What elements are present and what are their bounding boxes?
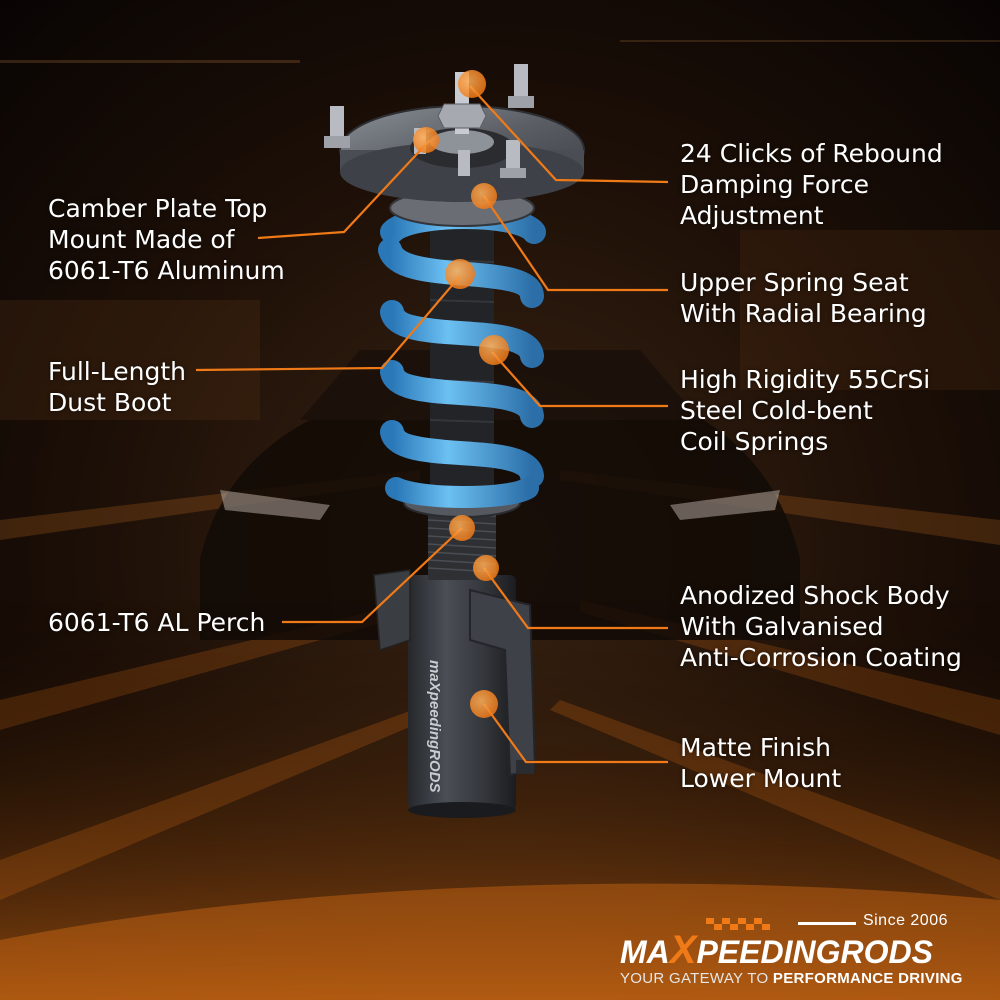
callout-camber-plate: Camber Plate Top Mount Made of 6061-T6 A… — [48, 193, 285, 286]
callout-line: Damping Force — [680, 170, 870, 199]
callout-dot-icon — [473, 555, 499, 581]
brand-tagline: YOUR GATEWAY TO PERFORMANCE DRIVING — [620, 970, 963, 987]
leader-lower-mount — [483, 703, 668, 764]
callout-line: Matte Finish — [680, 733, 831, 762]
leader-shock-body — [483, 567, 668, 630]
lower-mount-bracket — [469, 588, 537, 777]
leader-perch — [282, 527, 463, 624]
brand-logo-block: Since 2006 MAXPEEDINGRODS YOUR GATEWAY T… — [620, 912, 963, 992]
callout-line: Steel Cold-bent — [680, 396, 873, 425]
callout-line: 6061-T6 AL Perch — [48, 608, 266, 637]
callout-line: Dust Boot — [48, 388, 172, 417]
callout-dot-icon — [413, 127, 439, 153]
callout-spring-seat: Upper Spring Seat With Radial Bearing — [680, 267, 927, 329]
bottom-orange-swoosh — [0, 883, 1000, 1000]
callout-dot-icon — [445, 259, 475, 289]
callout-line: Coil Springs — [680, 427, 829, 456]
brand-logo: MAXPEEDINGRODS — [620, 928, 933, 973]
callout-rebound-clicks: 24 Clicks of Rebound Damping Force Adjus… — [680, 138, 943, 231]
callout-coil-springs: High Rigidity 55CrSi Steel Cold-bent Coi… — [680, 364, 930, 457]
callout-dot-icon — [479, 335, 509, 365]
callout-lower-mount: Matte Finish Lower Mount — [680, 732, 841, 794]
callout-line: Adjustment — [680, 201, 824, 230]
callout-line: With Galvanised — [680, 612, 884, 641]
leader-spring-seat — [483, 195, 668, 292]
callout-perch: 6061-T6 AL Perch — [48, 607, 265, 638]
logo-rods: RODS — [840, 934, 933, 970]
callout-line: 6061-T6 Aluminum — [48, 256, 285, 285]
callout-line: Full-Length — [48, 357, 187, 386]
leader-camber-plate — [257, 139, 431, 240]
callout-dot-icon — [471, 183, 497, 209]
logo-peeding: PEEDING — [696, 934, 841, 970]
callout-shock-body: Anodized Shock Body With Galvanised Anti… — [680, 580, 962, 673]
callout-dust-boot: Full-Length Dust Boot — [48, 356, 186, 418]
since-divider — [798, 922, 856, 925]
callout-dots — [413, 70, 509, 718]
leader-coil-springs — [491, 351, 668, 408]
tagline-bold: PERFORMANCE DRIVING — [772, 970, 963, 987]
callout-dot-icon — [470, 690, 498, 718]
callout-line: With Radial Bearing — [680, 299, 927, 328]
callout-line: Camber Plate Top — [48, 194, 268, 223]
callout-dot-icon — [449, 515, 475, 541]
callout-line: Lower Mount — [680, 764, 842, 793]
callout-line: 24 Clicks of Rebound — [680, 139, 943, 168]
callout-line: Mount Made of — [48, 225, 235, 254]
since-text: Since 2006 — [862, 912, 948, 929]
callout-line: Anodized Shock Body — [680, 581, 950, 610]
callout-line: High Rigidity 55CrSi — [680, 365, 931, 394]
callout-dot-icon — [458, 70, 486, 98]
logo-ma: MA — [620, 934, 670, 970]
callout-line: Anti-Corrosion Coating — [680, 643, 962, 672]
checkered-flag-icon — [706, 918, 770, 930]
leader-rebound-clicks — [469, 85, 669, 184]
callout-line: Upper Spring Seat — [680, 268, 909, 297]
leader-lines — [195, 85, 669, 764]
product-logo-text: maXpeedingRODS — [426, 660, 443, 793]
logo-x: X — [669, 928, 697, 972]
upper-bracket-tab — [373, 569, 411, 652]
tagline-prefix: YOUR GATEWAY TO — [620, 970, 773, 987]
leader-dust-boot — [195, 275, 461, 372]
